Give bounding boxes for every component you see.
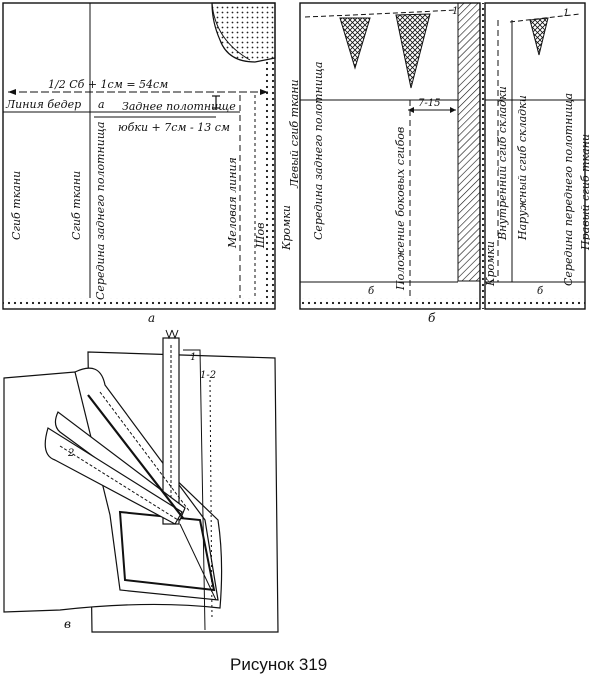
- fabric-outline-b-left: [299, 2, 481, 310]
- dart-2-b: [395, 13, 431, 89]
- dart-3-b: [529, 17, 549, 56]
- side-darts-label: Положение боковых сгибов: [394, 127, 407, 291]
- mark-b-left: б: [368, 286, 375, 297]
- selvage-label-b: Кромки: [484, 241, 497, 287]
- chalk-line-label: Меловая линия: [226, 157, 239, 249]
- selvages-label: Кромки: [280, 205, 293, 251]
- mark-1-left: 1: [452, 6, 458, 17]
- panel-letter-v: в: [64, 617, 71, 631]
- back-panel-title: Заднее полотнище: [122, 100, 236, 113]
- back-center-a: Середина заднего полотнища: [94, 122, 107, 300]
- hatched-strip-b: [457, 2, 481, 282]
- panel-v: 1 1-2 2 в: [3, 329, 279, 633]
- mark-2-v: 2: [67, 448, 74, 459]
- dotted-corner-a: [211, 2, 276, 63]
- grain-fold-2: Сгиб ткани: [70, 171, 83, 240]
- marker-a: а: [98, 98, 105, 111]
- back-panel-sub: юбки + 7см - 13 см: [118, 121, 230, 134]
- width-note: 1/2 Сб + 1см = 54см: [48, 78, 168, 91]
- outer-fold-label: Наружный сгиб складки: [516, 95, 529, 241]
- seam-label: Шов: [254, 222, 267, 249]
- back-center-b: Середина заднего полотнища: [312, 62, 325, 240]
- panel-a: 1/2 Сб + 1см = 54см Линия бедер Заднее п…: [2, 2, 301, 325]
- inner-fold-label: Внутренний сгиб складки: [496, 86, 509, 241]
- left-fold-label: Левый сгиб ткани: [288, 79, 301, 189]
- panel-letter-a: а: [148, 311, 155, 325]
- panel-b: 1 1 7-15 Середина заднего полотнища Поло…: [299, 2, 590, 325]
- dart-1-b: [339, 17, 371, 70]
- hip-line-label: Линия бедер: [5, 98, 81, 111]
- selvage-bottom-a: [3, 298, 275, 308]
- dim-label: 7-15: [418, 98, 440, 109]
- mark-1-right: 1: [563, 8, 569, 19]
- figure-caption: Рисунок 319: [230, 655, 327, 674]
- selvage-right-a: [265, 60, 275, 300]
- mark-1-v: 1: [190, 352, 196, 363]
- right-fold-label: Правый сгиб ткани: [579, 134, 590, 251]
- panel-letter-b: б: [428, 311, 436, 325]
- grain-fold-1: Сгиб ткани: [10, 171, 23, 240]
- mark-1-2-v: 1-2: [200, 370, 216, 381]
- front-center-label: Середина переднего полотнища: [562, 93, 575, 286]
- mark-b-right: б: [537, 286, 544, 297]
